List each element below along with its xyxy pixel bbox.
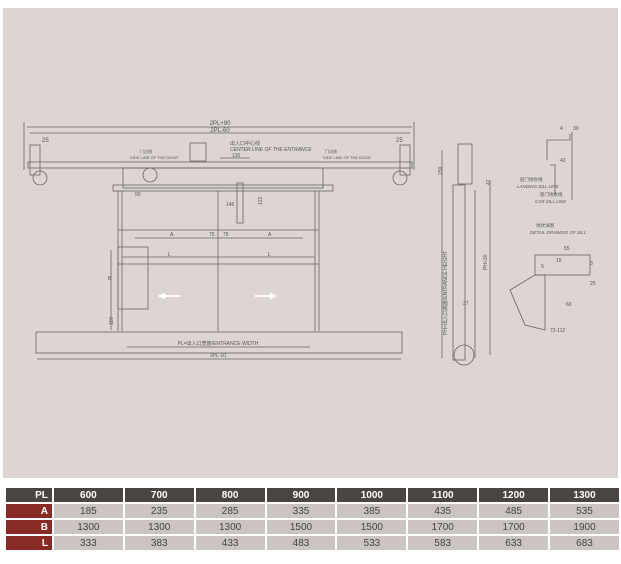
table-row: A 185 235 285 335 385 435 485 535 [6,504,619,518]
table-cell: 683 [550,536,619,550]
door-operator-drawing: 2PL+90 2PL-60 25 25 出入口中心线 CENTER LINE O… [3,8,618,478]
detail-sill-cn: 地坎详图 [536,222,554,229]
dim-2pl-minus-10: 2PL-10 [210,353,226,359]
door-panels [110,191,320,331]
car-sill-en: CAR SILL LINE [535,199,567,204]
column-header: 700 [124,488,194,502]
table-cell: 1900 [550,520,619,534]
table-cell: 485 [479,504,549,518]
dim-159: 159 [438,166,444,175]
table-cell: 483 [266,536,336,550]
table-cell: 1700 [408,520,478,534]
dim-130: 130 [232,153,241,159]
entrance-width-label: PL=出入口宽度/ENTRANCE WIDTH [178,340,259,347]
detail-sill-en: DETAIL DRAWING OF SILL [530,230,587,235]
dimension-table: PL 600 700 800 900 1000 1100 1200 1300 A… [4,486,621,552]
side-line-left-cn: 门边线 [140,148,152,154]
dim-l-left: L [168,252,171,258]
column-header: 800 [195,488,265,502]
dim-2pl-minus-60: 2PL-60 [210,128,230,134]
car-sill-cn: 轿门地坎线 [540,191,563,198]
row-header: L [6,536,52,550]
dim-3: 3 [590,261,593,267]
dim-15: 15 [556,258,562,264]
center-line-en: CENTER LINE OF THE ENTRANCE [230,147,312,153]
top-dimensions: 2PL+90 2PL-60 25 25 [23,121,415,170]
table-cell: 535 [550,504,619,518]
dim-4: 4 [560,126,563,132]
dim-75-left: 75 [209,232,215,238]
dim-25-right: 25 [396,138,403,144]
dim-55: 55 [564,246,570,252]
dim-122: 122 [258,196,264,205]
column-header: PL [6,488,52,502]
column-header: 1300 [550,488,619,502]
table-cell: 383 [124,536,194,550]
dim-72-112: 72-112 [550,328,565,334]
dim-2pl-plus-90: 2PL+90 [210,121,232,127]
sill [35,331,403,360]
table-cell: 533 [337,536,407,550]
dim-47: 47 [486,179,492,185]
dim-110: 110 [109,317,115,325]
row-header: B [6,520,52,534]
column-header: 600 [53,488,123,502]
table-cell: 1700 [479,520,549,534]
dim-75-right: 75 [223,232,229,238]
table-cell: 633 [479,536,549,550]
landing-sill-cn: 层门地坎线 [520,176,543,183]
table-cell: 235 [124,504,194,518]
table-row: B 1300 1300 1300 1500 1500 1700 1700 190… [6,520,619,534]
table-cell: 185 [53,504,123,518]
table-cell: 1500 [337,520,407,534]
table-cell: 385 [337,504,407,518]
dim-60: 60 [566,302,572,308]
table-cell: 1300 [53,520,123,534]
entrance-height-label: PH=出入口高度/ENTRANCE HEIGHT [442,251,449,335]
table-cell: 335 [266,504,336,518]
dim-37: 37 [463,301,469,307]
center-line-cn: 出入口中心线 [230,140,260,147]
side-view [441,143,491,366]
dim-50: 50 [135,192,141,198]
sill-detail [509,132,591,331]
table-cell: 435 [408,504,478,518]
dim-25-sill: 25 [590,281,596,287]
table-cell: 433 [195,536,265,550]
dim-30: 30 [573,126,579,132]
table-cell: 285 [195,504,265,518]
table-cell: 1300 [195,520,265,534]
side-line-right-en: SIDE LINE OF THE DOOR [323,155,371,160]
row-header: A [6,504,52,518]
dim-42: 42 [560,158,566,164]
dim-5: 5 [541,264,544,270]
column-header: 1200 [479,488,549,502]
table-cell: 1300 [124,520,194,534]
table-row: L 333 383 433 483 533 583 633 683 [6,536,619,550]
column-header: 1100 [408,488,478,502]
dim-l-right: L [268,252,271,258]
table-cell: 583 [408,536,478,550]
dim-146: 146 [226,202,235,208]
table-header-row: PL 600 700 800 900 1000 1100 1200 1300 [6,488,619,502]
header-beam [27,142,413,224]
table-cell: 333 [53,536,123,550]
landing-sill-en: LANDING SILL LINE [517,184,560,189]
dim-a-left: A [170,232,174,238]
dim-25-left: 25 [42,138,49,144]
dim-a-right: A [268,232,272,238]
dim-ph-plus-30: PH+30 [483,254,489,270]
side-line-left-en: SIDE LINE OF THE DOOR [130,155,178,160]
column-header: 900 [266,488,336,502]
side-line-right-cn: 门边线 [325,148,337,154]
dim-b: B [108,276,112,282]
table-cell: 1500 [266,520,336,534]
column-header: 1000 [337,488,407,502]
